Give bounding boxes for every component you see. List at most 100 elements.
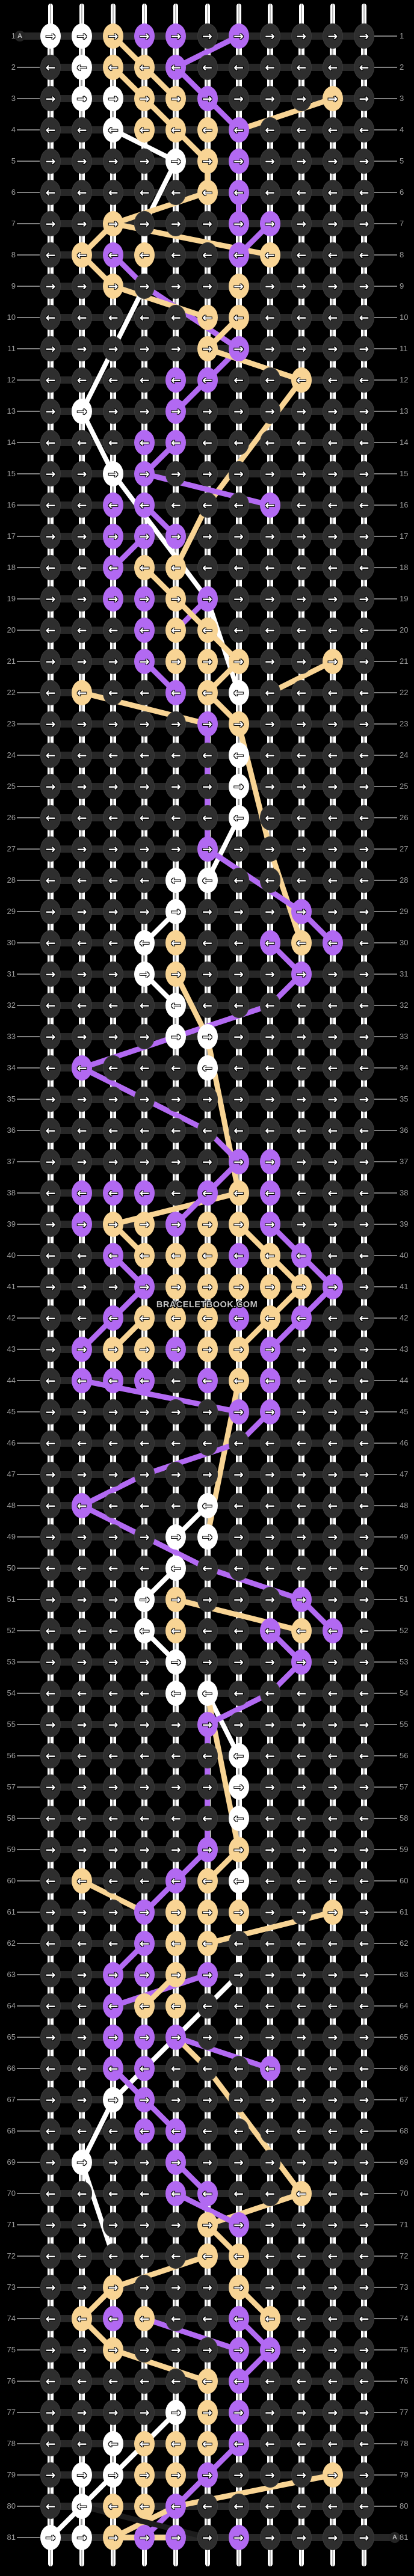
string-stub [235, 391, 242, 400]
leader-line-left [17, 504, 40, 506]
knot-r17-c11: → [354, 524, 374, 549]
string-stub [361, 1705, 367, 1713]
string-stub [110, 1298, 117, 1307]
arrow-right-icon: → [233, 1592, 244, 1607]
row-number-right: 36 [400, 1126, 409, 1135]
knot-r49-c5: → [165, 1524, 187, 1550]
string-stub [235, 298, 242, 306]
string-stub [173, 1799, 179, 1807]
knot-r25-c7: → [228, 774, 249, 799]
arrow-right-icon: → [171, 842, 181, 856]
string-stub [141, 298, 148, 306]
knot-r67-c9: → [291, 2087, 312, 2112]
arrow-left-icon: ← [359, 310, 369, 325]
knot-r80-c8: ← [259, 2494, 280, 2519]
knot-r26-c11: ← [354, 805, 374, 830]
string-stub [110, 1423, 117, 1432]
string-stub [298, 48, 304, 56]
string-stub [361, 266, 367, 275]
row-number-right: 18 [400, 563, 409, 572]
arrow-left-icon: ← [171, 2311, 181, 2326]
knot-r6-c11: ← [354, 180, 374, 205]
string-stub [173, 954, 179, 963]
knot-r66-c2: ← [72, 2056, 93, 2081]
knot-r23-c5: → [165, 711, 187, 737]
string-stub [48, 2299, 54, 2307]
string-stub [79, 391, 85, 400]
string-segment [110, 2253, 210, 2290]
arrow-right-icon: → [108, 1717, 119, 1732]
hanging-string-top [298, 4, 304, 36]
knot-r48-c1: ← [40, 1493, 61, 1518]
arrow-right-icon: → [233, 216, 244, 231]
arrow-right-icon: → [202, 2530, 212, 2545]
string-stub [267, 767, 273, 775]
string-stub [329, 642, 336, 650]
arrow-right-icon: → [108, 904, 119, 919]
knot-r15-c7: → [228, 461, 249, 486]
knot-r59-c6: → [197, 1837, 218, 1862]
knot-r14-c2: ← [72, 430, 93, 455]
knot-r22-c5: ← [165, 680, 187, 705]
knot-r17-c8: → [259, 524, 280, 549]
arrow-right-icon: → [108, 154, 119, 168]
string-stub [48, 48, 54, 56]
arrow-left-icon: ← [359, 1436, 369, 1450]
string-stub [204, 2518, 211, 2526]
arrow-left-icon: ← [296, 1436, 307, 1450]
leader-line-right [374, 661, 397, 662]
string-stub [173, 1236, 179, 1244]
string-stub [204, 1111, 211, 1119]
knot-r71-c9: → [291, 2212, 312, 2237]
arrow-left-icon: ← [233, 1561, 244, 1575]
string-stub [141, 360, 148, 369]
knot-r55-c9: → [291, 1712, 312, 1737]
knot-r29-c4: → [134, 899, 155, 924]
knot-r33-c2: → [72, 1024, 93, 1049]
arrow-left-icon: ← [265, 560, 276, 575]
knot-r53-c2: → [72, 1649, 93, 1675]
string-stub [48, 391, 54, 400]
arrow-right-icon: → [296, 592, 307, 606]
knot-r29-c3: → [103, 899, 124, 924]
arrow-left-icon: ← [265, 2436, 276, 2451]
knot-r63-c1: → [40, 1962, 61, 1987]
string-stub [79, 2299, 85, 2307]
arrow-right-icon: → [265, 2280, 276, 2295]
string-stub [298, 923, 304, 931]
knot-r35-c8: → [259, 1087, 280, 1112]
string-stub [79, 1455, 85, 1463]
arrow-left-icon: ← [327, 435, 338, 450]
arrow-right-icon: → [45, 216, 56, 231]
string-stub [141, 1048, 148, 1056]
knot-r49-c6: → [197, 1524, 218, 1550]
arrow-left-icon: ← [327, 123, 338, 137]
arrow-right-icon: → [327, 1717, 338, 1732]
arrow-left-icon: ← [108, 1186, 119, 1200]
knot-r67-c6: → [197, 2087, 218, 2112]
arrow-left-icon: ← [233, 811, 244, 825]
knot-r61-c9: → [291, 1900, 312, 1925]
arrow-right-icon: → [265, 2155, 276, 2170]
arrow-left-icon: ← [265, 685, 276, 700]
arrow-left-icon: ← [108, 60, 119, 75]
string-stub [267, 1892, 273, 1901]
knot-r80-c3: ← [103, 2494, 124, 2519]
knot-r42-c9: ← [291, 1305, 312, 1331]
string-stub [361, 986, 367, 994]
knot-r76-c9: ← [291, 2369, 312, 2394]
arrow-right-icon: → [296, 216, 307, 231]
arrow-left-icon: ← [327, 1498, 338, 1513]
knot-r80-c5: ← [165, 2494, 187, 2519]
arrow-right-icon: → [76, 1905, 87, 1919]
string-stub [235, 860, 242, 869]
arrow-right-icon: → [171, 1905, 181, 1919]
row-number-left: 26 [7, 813, 16, 822]
arrow-right-icon: → [139, 1029, 150, 1044]
knot-r11-c7: → [228, 336, 249, 361]
string-stub [267, 2361, 273, 2370]
row-number-right: 35 [400, 1094, 409, 1103]
knot-r45-c10: → [322, 1399, 343, 1424]
knot-r32-c1: ← [40, 993, 61, 1018]
string-stub [48, 579, 54, 587]
